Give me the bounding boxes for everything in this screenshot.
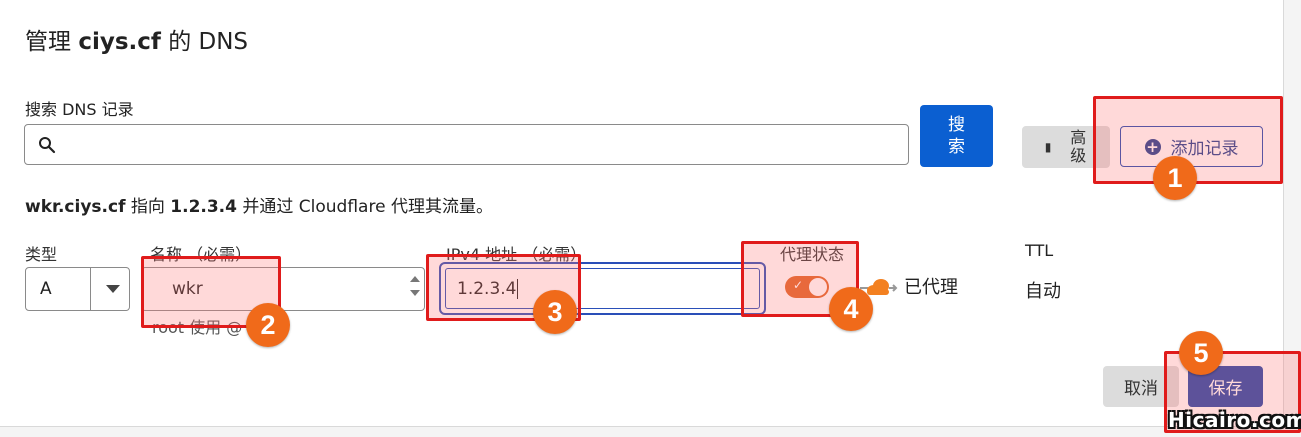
proxy-label: 代理状态 xyxy=(780,245,845,264)
advanced-label-2: 级 xyxy=(1070,146,1087,165)
cloud-icon xyxy=(860,279,898,295)
watermark: Hicairo.com xyxy=(1168,408,1301,432)
proxy-toggle[interactable]: ✓ xyxy=(785,276,829,298)
type-value: A xyxy=(40,279,52,299)
step-badge-5: 5 xyxy=(1179,331,1223,375)
step-badge-2: 2 xyxy=(246,303,290,347)
search-button-label-2: 索 xyxy=(948,137,965,157)
record-summary: wkr.ciys.cf 指向 1.2.3.4 并通过 Cloudflare 代理… xyxy=(25,197,493,217)
dns-panel: 管理 ciys.cf 的 DNS 搜索 DNS 记录 搜索 ▮ 高级 + 添加记… xyxy=(0,0,1284,427)
type-label: 类型 xyxy=(25,245,58,264)
page-title: 管理 ciys.cf 的 DNS xyxy=(25,29,249,55)
step-badge-3: 3 xyxy=(533,290,577,334)
search-icon xyxy=(39,137,56,154)
advanced-label-1: 高 xyxy=(1070,128,1087,147)
chevron-down-icon[interactable] xyxy=(106,285,120,293)
name-value: wkr xyxy=(172,279,203,299)
toggle-knob xyxy=(809,278,827,296)
text-caret xyxy=(517,279,519,299)
proxy-status: 已代理 xyxy=(904,277,958,298)
ttl-value: 自动 xyxy=(1025,281,1061,302)
search-button[interactable]: 搜索 xyxy=(920,105,993,167)
step-badge-1: 1 xyxy=(1153,156,1197,200)
ipv4-input[interactable]: 1.2.3.4 xyxy=(439,262,766,315)
select-divider xyxy=(90,268,91,310)
search-button-label-1: 搜 xyxy=(948,115,965,135)
name-label: 名称 （必需） xyxy=(150,245,252,264)
step-badge-4: 4 xyxy=(829,287,873,331)
search-input[interactable] xyxy=(24,124,909,165)
ttl-label: TTL xyxy=(1025,241,1054,260)
check-icon: ✓ xyxy=(793,278,804,292)
type-select[interactable]: A xyxy=(25,267,130,311)
input-focus-ring xyxy=(445,268,760,309)
add-record-button[interactable]: + 添加记录 xyxy=(1120,126,1263,167)
ipv4-value: 1.2.3.4 xyxy=(457,279,519,299)
plus-circle-icon: + xyxy=(1144,137,1161,156)
add-record-label: 添加记录 xyxy=(1170,139,1239,159)
document-icon: ▮ xyxy=(1044,140,1052,154)
spinner-icon[interactable] xyxy=(408,272,421,306)
search-label: 搜索 DNS 记录 xyxy=(25,100,134,119)
